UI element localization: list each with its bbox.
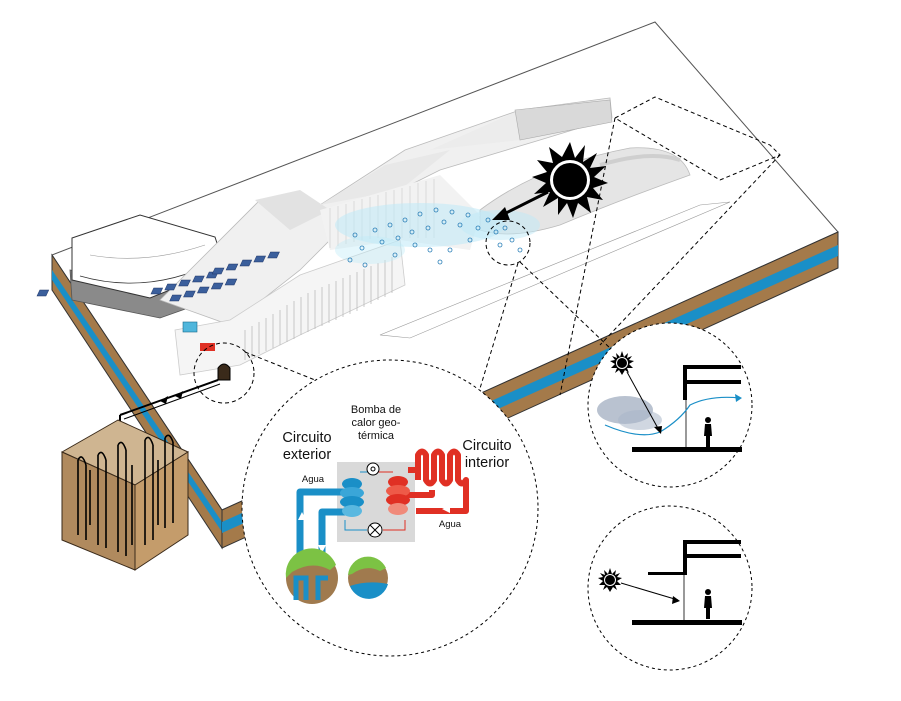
inner-circuit-pipe [405,448,469,514]
heat-pump-label-line3: térmica [357,430,395,442]
callout-ring-entrance [193,342,255,404]
outer-circuit-label-line1: Circuito [282,430,332,446]
leader-lines [193,117,781,404]
water-inner-label: Agua [438,519,462,530]
borehole-right [134,451,189,571]
solar-panel-array [36,251,280,302]
mist-droplets [347,207,523,268]
front-block [174,239,406,376]
water-outer-label: Agua [301,474,325,485]
borehole-loops [77,434,174,556]
heat-pump-label-line1: Bomba de [350,404,402,416]
ground-pipe [119,379,221,432]
roof-panel-a [255,190,330,230]
inner-circuit-label-line1: Circuito [462,438,512,454]
outer-circuit-label-line2: exterior [282,447,332,463]
sun-ray-arrow [499,190,549,218]
roof-panel-b [320,150,450,205]
outer-circuit-label: Circuito exterior [272,430,342,464]
winter-section [620,540,742,625]
winter-section-callout [587,505,753,671]
compressor-icon [366,462,380,476]
entrance-tunnel [217,363,231,381]
heat-pump-label: Bomba de calor geo- térmica [338,404,414,443]
evaporator-coil [340,478,364,517]
person-icon [704,417,712,447]
inner-circuit-label: Circuito interior [452,438,522,472]
soil-section-small [348,556,388,599]
equipment-box [182,321,198,333]
walkway [379,201,731,339]
heat-pump-label-line2: calor geo- [351,417,401,429]
inner-circuit-label-line2: interior [464,455,510,471]
mist-cloud [335,203,540,264]
zoom-frame-sun [613,96,781,181]
summer-section [597,365,742,452]
callout-ring-wall [485,220,531,266]
sun-icon [598,568,622,592]
red-technical-area [200,343,215,351]
louvre-lines [244,257,393,360]
sun-icon [532,142,608,218]
sun-icon [610,351,634,375]
condenser-coil [386,476,410,515]
roof-overhang [514,99,613,141]
person-icon [704,589,712,619]
expansion-valve-icon [367,522,383,538]
refrigerant-lines [344,520,367,531]
borehole-block [60,419,190,571]
soil-section-large [285,548,338,604]
